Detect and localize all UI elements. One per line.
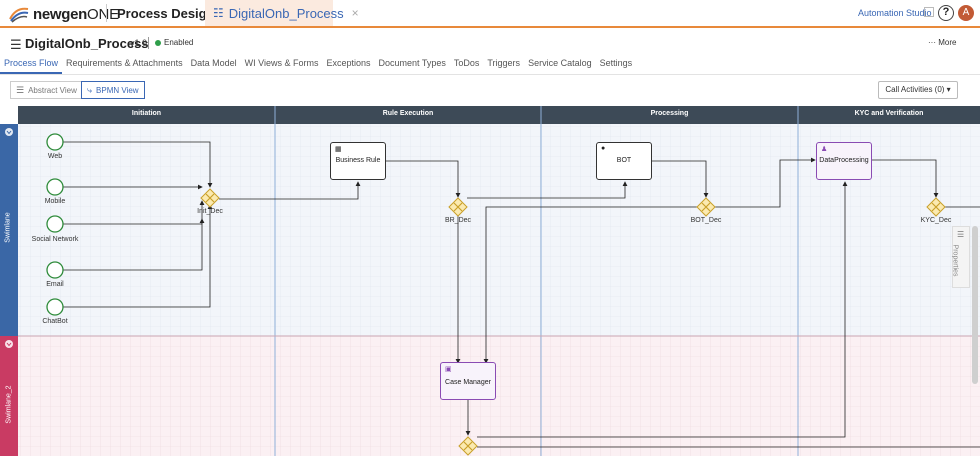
brand-name: newgen (33, 5, 88, 23)
tab-todos[interactable]: ToDos (453, 58, 480, 68)
call-activities-dropdown[interactable]: Call Activities (0) ▾ (878, 81, 958, 99)
gateway-label: Init_Dec (197, 208, 223, 215)
bpmn-view-button[interactable]: ⤷ BPMN View (81, 81, 145, 99)
swimlane-1-header (0, 124, 18, 336)
swimlane-2-header (0, 336, 18, 456)
task-label: Business Rule (335, 157, 381, 164)
process-version: v1.0 (130, 38, 148, 48)
gateway-label: BR_Dec (444, 217, 472, 224)
newgen-logo[interactable]: newgen ONE (8, 4, 119, 24)
tab-settings[interactable]: Settings (599, 58, 633, 68)
phase-rule-execution: Rule Execution (382, 110, 434, 117)
properties-label: Properties (951, 244, 959, 277)
status-dot (155, 40, 161, 46)
tab-data-model[interactable]: Data Model (190, 58, 237, 68)
gateway-bot-dec (696, 197, 716, 217)
newgen-swirl-icon (9, 7, 29, 23)
tab-exceptions[interactable]: Exceptions (326, 58, 371, 68)
tab-digitalonb-process[interactable]: ☷ DigitalOnb_Process × (205, 0, 359, 26)
task-label: Case Manager (445, 379, 491, 386)
swimlane-1-label[interactable]: Swimlane (4, 212, 12, 243)
gateway-label: BOT_Dec (690, 217, 722, 224)
bpmn-view-label: BPMN View (96, 85, 139, 95)
app-name: Process Designer (117, 6, 227, 21)
task-case-manager[interactable]: ▣ Case Manager (440, 362, 496, 400)
tab-process-flow[interactable]: Process Flow (0, 58, 63, 74)
avatar[interactable]: A (958, 5, 974, 21)
task-bot[interactable]: ● BOT (596, 142, 652, 180)
brand-suffix: ONE (87, 5, 119, 23)
automation-studio-link[interactable]: Automation Studio (858, 8, 932, 18)
start-event-chatbot (46, 298, 64, 316)
swimlane-2-label[interactable]: Swimlane_2 (5, 385, 13, 424)
abstract-view-button[interactable]: ☰ Abstract View (10, 81, 83, 99)
tab-wi-views-forms[interactable]: WI Views & Forms (244, 58, 319, 68)
task-data-processing[interactable]: ♟ DataProcessing (816, 142, 872, 180)
sliders-icon: ☰ (957, 230, 965, 239)
tab-document-types[interactable]: Document Types (378, 58, 446, 68)
start-event-mobile (46, 178, 64, 196)
gateway-bottom (458, 436, 478, 456)
user-icon: ♟ (821, 146, 828, 153)
list-icon: ☰ (16, 84, 25, 95)
briefcase-icon: ▣ (445, 366, 452, 373)
properties-panel-tab[interactable]: ☰ Properties (951, 226, 970, 288)
gateway-br-dec (448, 197, 468, 217)
close-icon[interactable]: × (351, 6, 359, 20)
task-label: DataProcessing (819, 157, 869, 164)
start-event-label: Mobile (44, 198, 66, 205)
process-diagram (0, 106, 980, 456)
start-event-label: Email (46, 281, 64, 288)
task-label: BOT (616, 157, 632, 164)
more-button[interactable]: ··· More (928, 38, 957, 47)
tab-service-catalog[interactable]: Service Catalog (528, 58, 592, 68)
start-event-web (46, 133, 64, 151)
tab-label: DigitalOnb_Process (228, 5, 344, 21)
tab-triggers[interactable]: Triggers (487, 58, 521, 68)
external-link-icon[interactable] (924, 7, 934, 17)
gateway-init-dec (200, 188, 220, 208)
gateway-kyc-dec (926, 197, 946, 217)
phase-processing: Processing (650, 110, 689, 117)
start-event-label: ChatBot (42, 318, 68, 325)
vertical-scrollbar[interactable] (972, 226, 978, 384)
process-flow-icon: ☷ (213, 6, 224, 20)
start-event-social-network (46, 215, 64, 233)
divider (148, 37, 149, 49)
robot-icon: ● (601, 145, 606, 152)
phase-kyc-verification: KYC and Verification (854, 110, 924, 117)
process-nav-tabs: Process Flow Requirements & Attachments … (0, 58, 636, 76)
bpmn-icon: ⤷ (87, 84, 93, 95)
start-event-email (46, 261, 64, 279)
abstract-view-label: Abstract View (28, 85, 77, 95)
top-bar: newgen ONE Process Designer ☷ DigitalOnb… (0, 0, 980, 28)
bpmn-canvas[interactable]: Initiation Rule Execution Processing KYC… (0, 106, 980, 456)
help-icon[interactable]: ? (938, 5, 954, 21)
phase-header (18, 106, 980, 124)
task-business-rule[interactable]: ▦ Business Rule (330, 142, 386, 180)
divider (0, 74, 980, 75)
table-icon: ▦ (335, 146, 342, 153)
tab-requirements-attachments[interactable]: Requirements & Attachments (66, 58, 183, 68)
phase-initiation: Initiation (131, 110, 162, 117)
start-event-label: Social Network (31, 236, 79, 243)
gateway-label: KYC_Dec (920, 217, 952, 224)
page-title: DigitalOnb_Process (25, 36, 149, 51)
start-event-label: Web (47, 153, 63, 160)
divider (106, 4, 107, 22)
hamburger-menu-icon[interactable]: ☰ (10, 37, 22, 52)
status-badge: Enabled (164, 38, 194, 47)
